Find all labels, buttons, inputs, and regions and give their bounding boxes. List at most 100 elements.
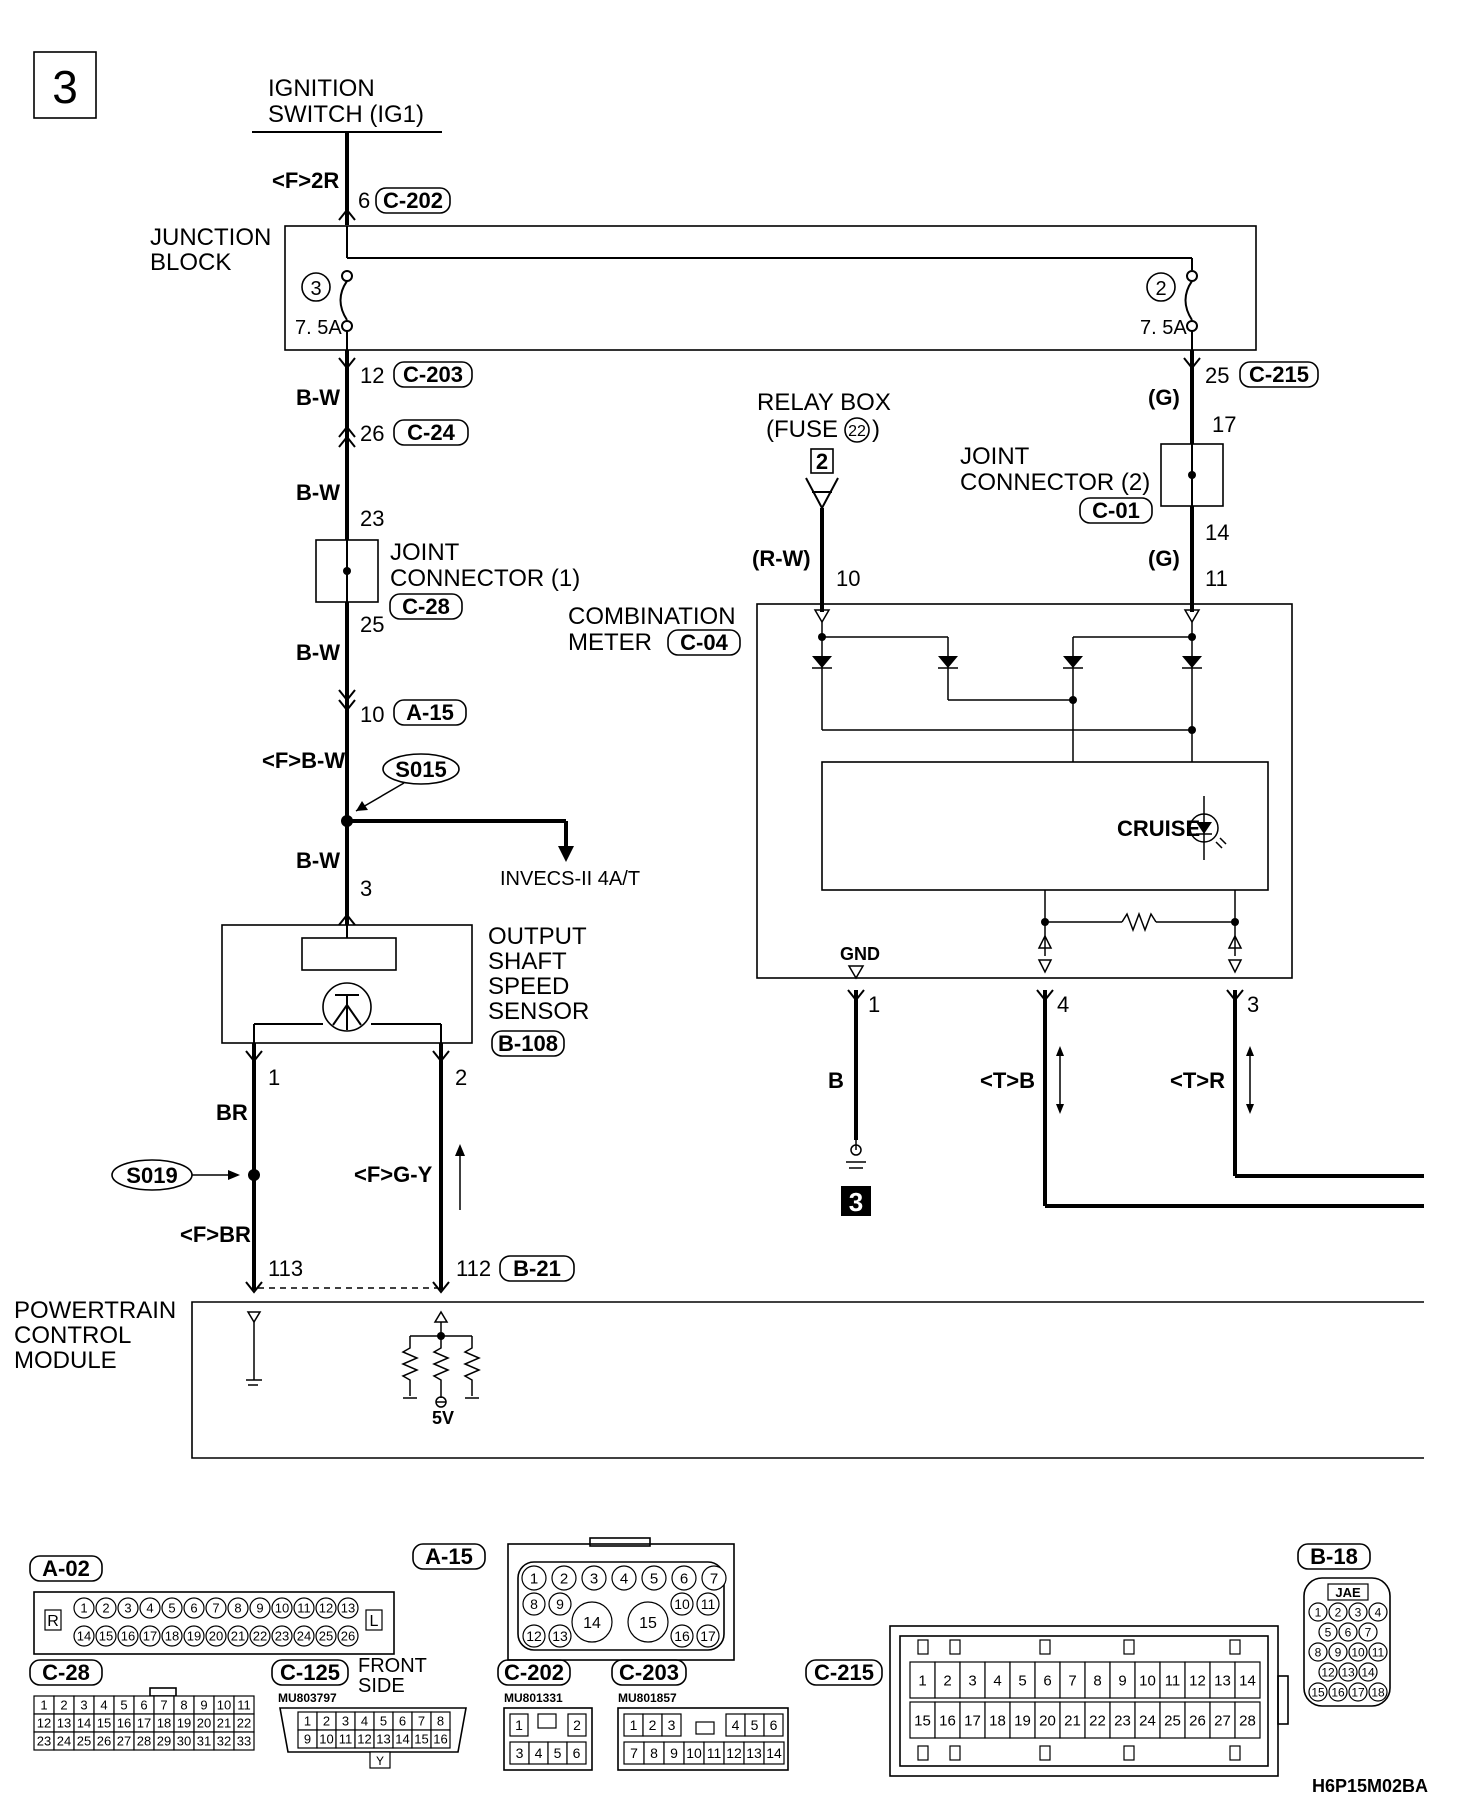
right-chain: 25 C-215 (G) 17 JOINT CONNECTOR (2) C-01… (960, 350, 1319, 612)
pin-number: 6 (1043, 1672, 1051, 1689)
pin-cavity (959, 1701, 986, 1739)
powertrain-control-module: POWERTRAIN CONTROL MODULE 5V (14, 1297, 1424, 1459)
pin-number: 10 (275, 1601, 289, 1616)
pin-number: 12 (357, 1732, 371, 1747)
pin-cavity (1234, 1701, 1261, 1739)
pin-number: 10 (217, 1698, 231, 1713)
svg-text:JOINT: JOINT (960, 443, 1030, 470)
connector-key (537, 1713, 557, 1729)
svg-text:R: R (47, 1613, 59, 1630)
svg-text:COMBINATION: COMBINATION (568, 603, 736, 630)
pin-number: 3 (342, 1714, 349, 1729)
pin-number: 19 (1014, 1712, 1031, 1729)
svg-text:112: 112 (456, 1256, 491, 1281)
pin-number: 13 (57, 1716, 71, 1731)
svg-text:(R-W): (R-W) (752, 546, 811, 571)
pin-number: 13 (1341, 1665, 1355, 1679)
pin-number: 1 (304, 1714, 311, 1729)
pin-number: 17 (143, 1629, 157, 1644)
pin-cavity (1184, 1661, 1211, 1699)
pin-number: 8 (180, 1698, 187, 1713)
pin-cavity (696, 1592, 720, 1616)
svg-text:B-W: B-W (296, 385, 340, 410)
pin-number: 14 (583, 1615, 601, 1632)
pin-number: 7 (418, 1714, 425, 1729)
pin-number: 28 (1239, 1712, 1256, 1729)
splice-s015: S015 (395, 757, 446, 782)
pin-number: 12 (526, 1628, 542, 1644)
pin-number: 20 (1039, 1712, 1056, 1729)
svg-text:CONTROL: CONTROL (14, 1322, 131, 1349)
pin-cavity (233, 1731, 255, 1751)
pin-cavity (671, 1565, 697, 1591)
pin-cavity (1109, 1661, 1136, 1699)
pin-cavity (1338, 1662, 1358, 1682)
pin-number: 27 (117, 1734, 131, 1749)
pin-cavity (205, 1597, 227, 1619)
pin-number: 12 (37, 1716, 51, 1731)
pin-cavity (227, 1625, 249, 1647)
diagram-code: H6P15M02BA (1312, 1776, 1428, 1796)
svg-text:<F>2R: <F>2R (272, 168, 339, 193)
svg-text:6: 6 (358, 188, 370, 213)
pin-cavity (73, 1625, 95, 1647)
invecs-label: INVECS-II 4A/T (500, 868, 640, 890)
pin-cavity (1308, 1602, 1328, 1622)
svg-text:CRUISE: CRUISE (1117, 816, 1200, 841)
pin-number: 21 (217, 1716, 231, 1731)
pin-number: 16 (674, 1628, 690, 1644)
pin-number: 6 (399, 1714, 406, 1729)
pin-cavity (581, 1565, 607, 1591)
pin-number: 3 (668, 1717, 676, 1733)
pin-number: 9 (556, 1596, 564, 1612)
svg-text:B-108: B-108 (498, 1031, 558, 1056)
pin-cavity (548, 1624, 572, 1648)
pin-number: 21 (1064, 1712, 1081, 1729)
pin-number: 22 (237, 1716, 251, 1731)
svg-text:C-28: C-28 (402, 594, 450, 619)
pin-number: 24 (1139, 1712, 1156, 1729)
pin-cavity (1234, 1661, 1261, 1699)
svg-text:14: 14 (1205, 520, 1229, 545)
pin-number: 32 (217, 1734, 231, 1749)
pin-number: 17 (964, 1712, 981, 1729)
pin-number: 11 (297, 1601, 311, 1616)
pin-number: 16 (939, 1712, 956, 1729)
pin-number: 5 (751, 1717, 759, 1733)
pin-number: 17 (1351, 1685, 1365, 1699)
pin-number: 1 (1315, 1605, 1322, 1619)
pin-number: 10 (674, 1596, 690, 1612)
pin-number: 19 (177, 1716, 191, 1731)
svg-text:<F>BR: <F>BR (180, 1222, 251, 1247)
pin-cavity (934, 1661, 961, 1699)
pin-number: 12 (1321, 1665, 1335, 1679)
pin-number: 8 (1315, 1645, 1322, 1659)
pin-cavity (1368, 1602, 1388, 1622)
pin-cavity (337, 1625, 359, 1647)
main-left-wire: <F>2R 6 C-202 (272, 132, 451, 225)
svg-text:C-28: C-28 (42, 1660, 90, 1685)
svg-text:MODULE: MODULE (14, 1347, 117, 1374)
pin-number: 5 (120, 1698, 127, 1713)
pin-cavity (1328, 1602, 1348, 1622)
pin-number: 20 (197, 1716, 211, 1731)
pin-number: 7 (212, 1601, 219, 1616)
pin-cavity (522, 1624, 546, 1648)
svg-text:B-W: B-W (296, 848, 340, 873)
svg-text:26: 26 (360, 421, 384, 446)
pin-number: 7 (1365, 1625, 1372, 1639)
joint-connector-1: JOINT CONNECTOR (1) C-28 25 (315, 539, 580, 637)
pin-number: 2 (102, 1601, 109, 1616)
splice-s019: S019 (126, 1163, 177, 1188)
pin-number: 4 (993, 1672, 1001, 1689)
pin-number: 13 (746, 1745, 762, 1761)
svg-text:A-15: A-15 (425, 1544, 473, 1569)
svg-text:A-02: A-02 (42, 1556, 90, 1581)
svg-text:C-24: C-24 (407, 420, 455, 445)
pin-number: 2 (1335, 1605, 1342, 1619)
pin-number: 3 (80, 1698, 87, 1713)
pin-number: 2 (943, 1672, 951, 1689)
pin-cavity (984, 1701, 1011, 1739)
